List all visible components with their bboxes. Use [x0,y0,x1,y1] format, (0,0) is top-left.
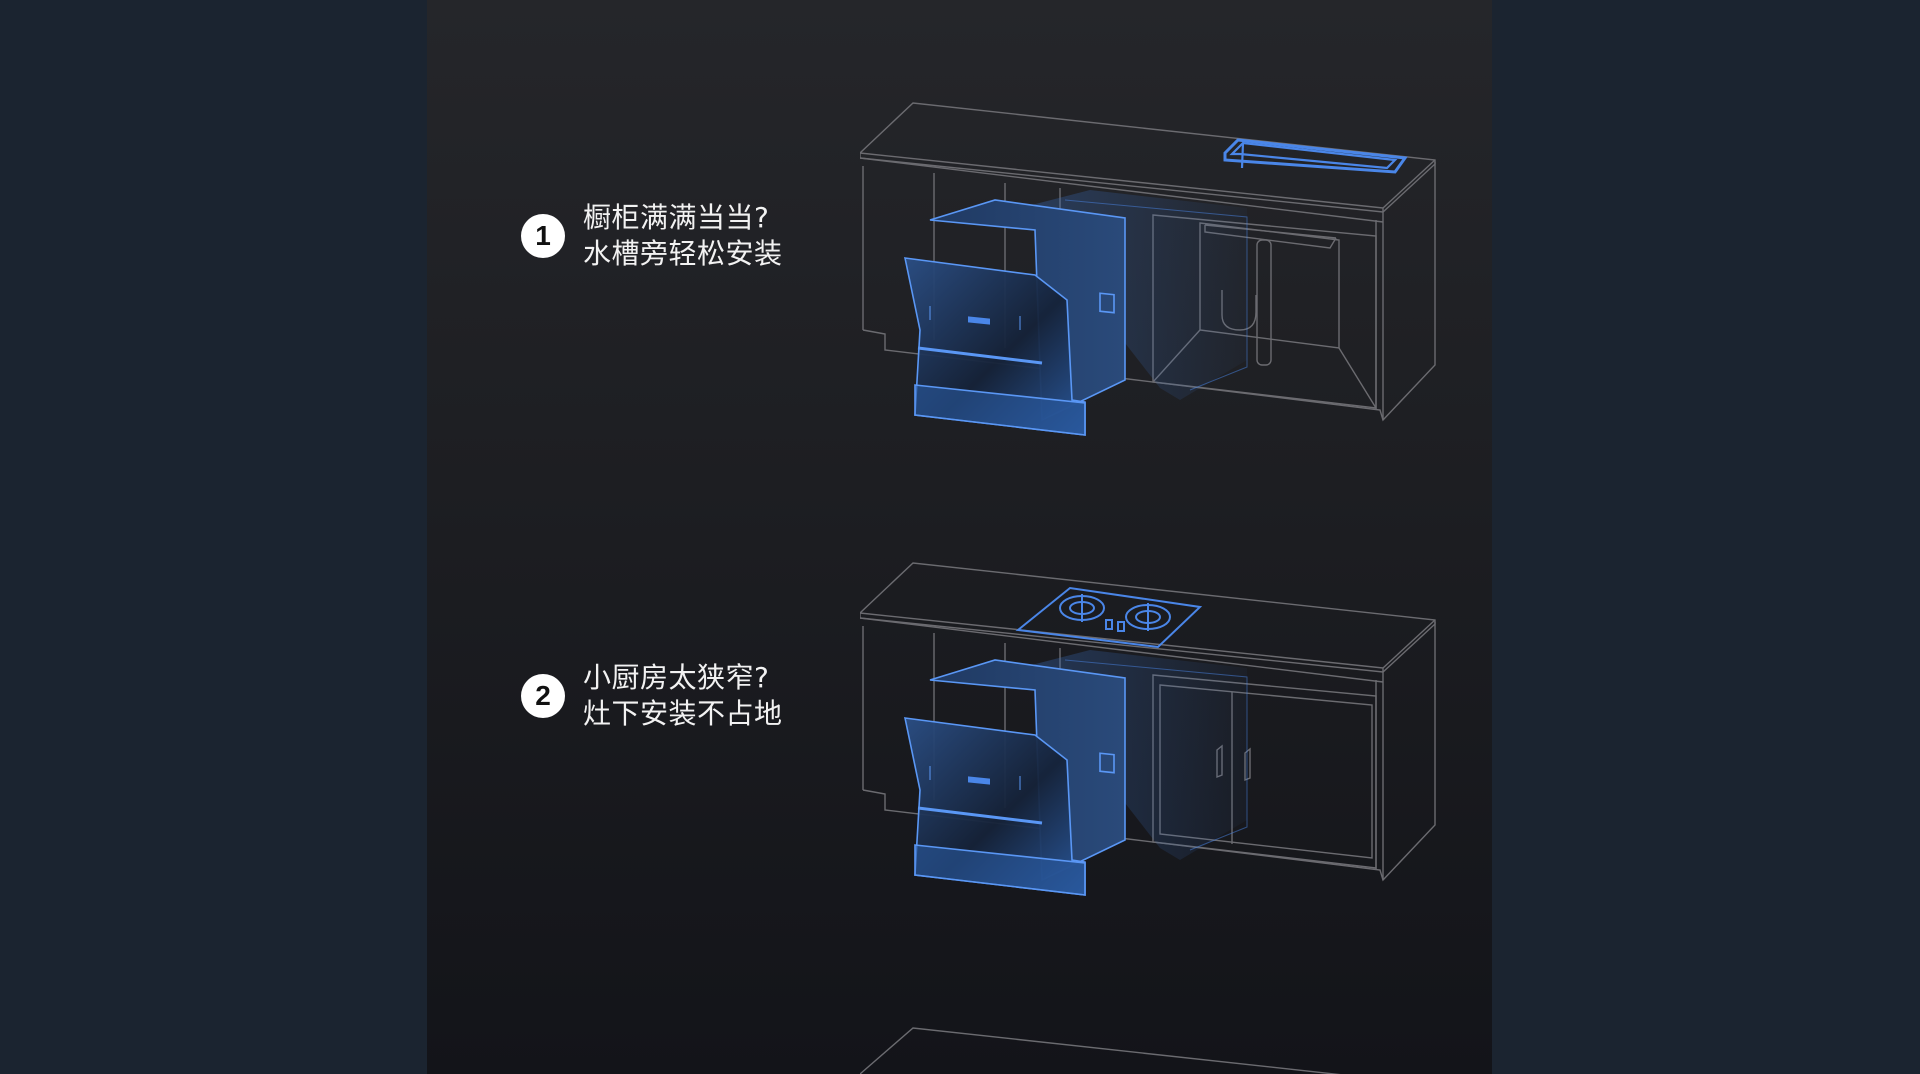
right-margin [1492,0,1920,1074]
content-panel: 1 橱柜满满当当? 水槽旁轻松安装 [427,0,1492,1074]
feature-caption: 2 小厨房太狭窄? 灶下安装不占地 [521,660,783,732]
next-cabinet-illustration-partial [860,1027,1341,1074]
sink-cabinet-illustration [860,102,1436,436]
feature-subtitle: 灶下安装不占地 [583,697,783,730]
feature-title: 小厨房太狭窄? [583,661,770,694]
feature-caption: 1 橱柜满满当当? 水槽旁轻松安装 [521,200,783,272]
left-margin [0,0,427,1074]
feature-subtitle: 水槽旁轻松安装 [583,237,783,270]
step-number-badge: 1 [521,214,565,258]
feature-title: 橱柜满满当当? [583,201,770,234]
stove-cabinet-illustration [860,562,1436,896]
step-number-badge: 2 [521,674,565,718]
